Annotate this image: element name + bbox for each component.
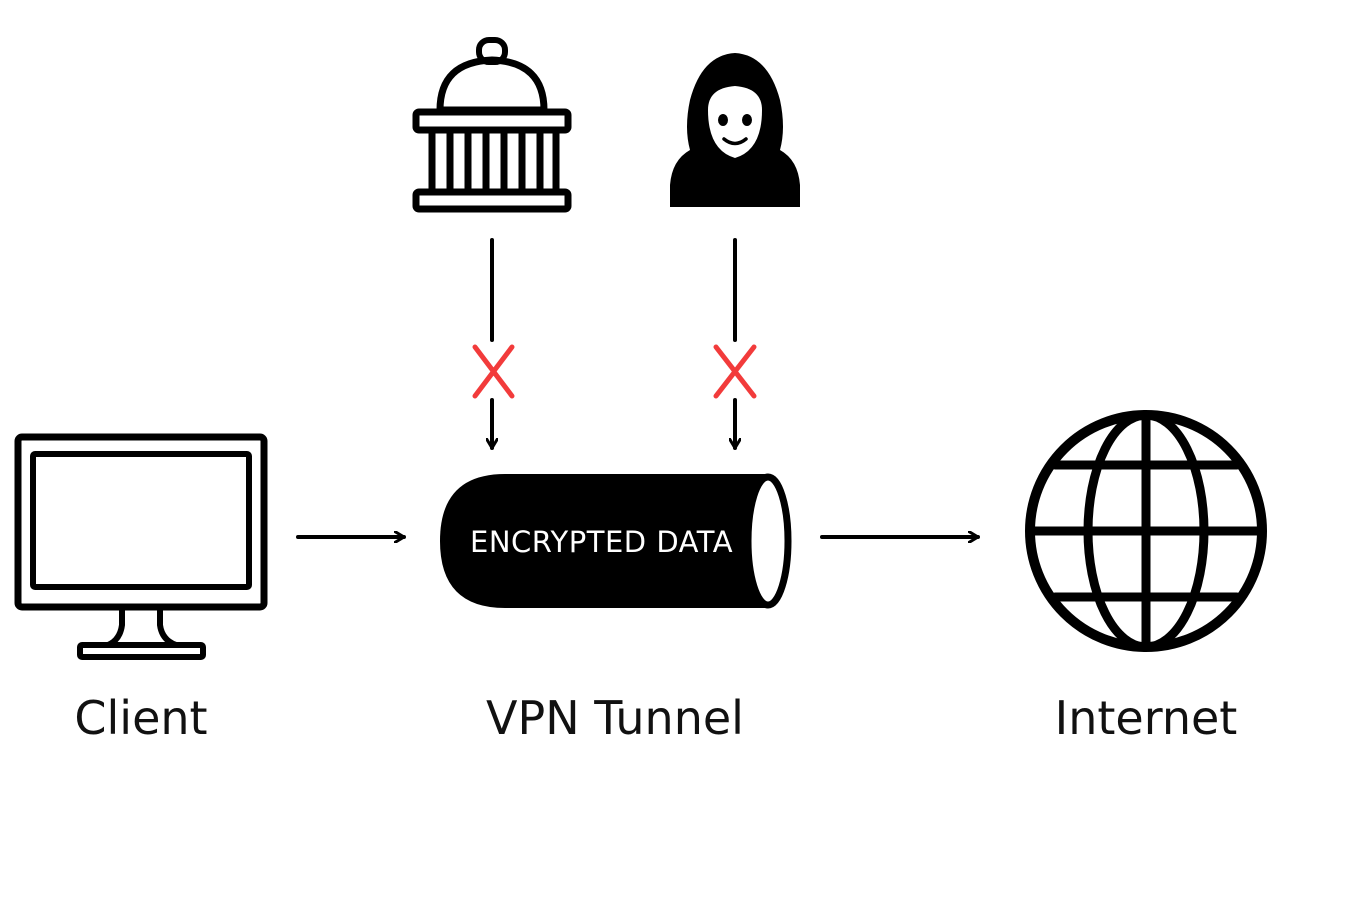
client-label: Client [74,691,207,745]
blocked-mark-hacker [713,344,757,399]
tunnel-inner-text: ENCRYPTED DATA [470,525,733,559]
monitor-icon [14,433,268,660]
globe-icon [1025,410,1267,652]
tunnel-pipe-icon: ENCRYPTED DATA [440,473,792,609]
government-building-icon [412,37,572,213]
hooded-hacker-icon [670,53,800,207]
tunnel-label: VPN Tunnel [486,691,744,745]
blocked-mark-government [472,344,515,399]
internet-label: Internet [1055,691,1238,745]
